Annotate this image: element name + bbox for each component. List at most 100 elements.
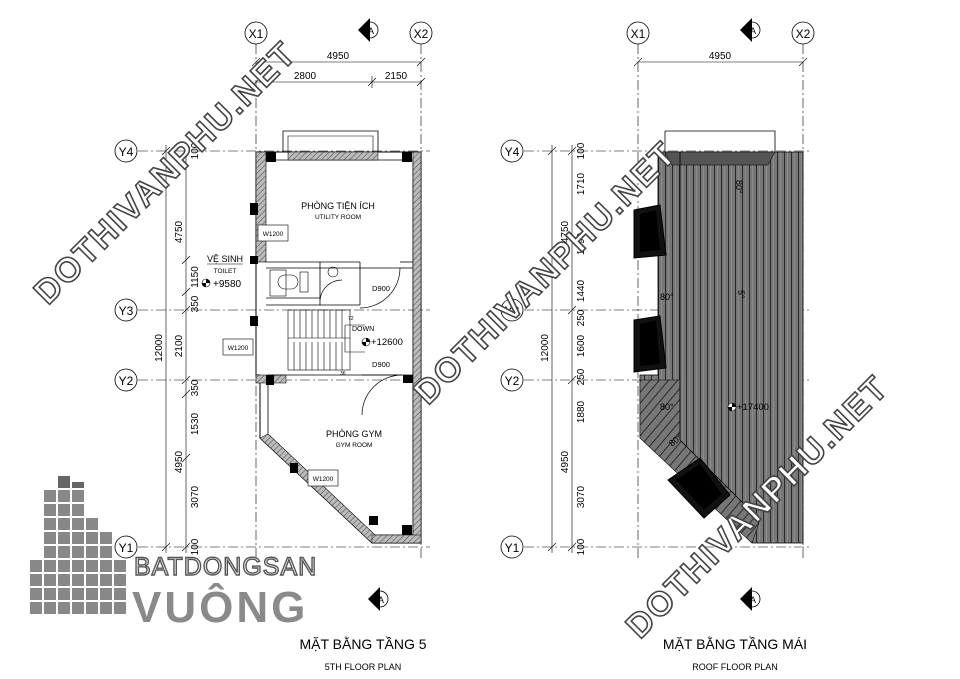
right-dim-4950: 4950 <box>560 450 571 473</box>
right-section-marker-bottom: A <box>740 587 761 611</box>
left-level-marker-toilet <box>201 278 211 288</box>
right-dim-1600: 1600 <box>576 334 587 357</box>
left-dim-2100: 2100 <box>174 334 185 357</box>
roof-dormer-2 <box>633 315 667 373</box>
left-room-toilet-vn: VỆ SINH <box>207 254 243 264</box>
brand-logo: BATDONGSAN VUÔNG <box>30 476 317 632</box>
left-level-marker-stair <box>361 337 371 347</box>
right-dim-250-b: 250 <box>576 368 587 385</box>
roof-dormer-1 <box>633 204 667 259</box>
left-window-1: W1200 <box>257 224 289 242</box>
left-columns <box>250 152 413 535</box>
left-toilet-fixtures <box>269 266 339 297</box>
left-stair-num-36: 36 <box>340 371 346 377</box>
left-door-swings <box>319 267 403 416</box>
left-dim-100-bottom: 100 <box>190 538 201 555</box>
svg-text:X1: X1 <box>631 27 646 41</box>
left-dim-1530: 1530 <box>190 412 201 435</box>
left-room-gym-vn: PHÒNG GYM <box>326 429 382 439</box>
left-top-balcony <box>282 130 379 152</box>
left-dim-2800: 2800 <box>294 71 317 82</box>
left-window-2: W1200 <box>222 338 254 356</box>
left-dim-4950: 4950 <box>174 450 185 473</box>
svg-text:A: A <box>750 26 756 36</box>
right-dim-1440: 1440 <box>576 279 587 302</box>
left-plan-subtitle: 5TH FLOOR PLAN <box>325 662 402 672</box>
left-dim-3070: 3070 <box>190 485 201 508</box>
left-dim-4750: 4750 <box>174 220 185 243</box>
right-dim-vertical <box>547 145 577 553</box>
left-dim-2150: 2150 <box>385 71 408 82</box>
svg-text:W1200: W1200 <box>313 476 334 483</box>
left-door-label-1: D900 <box>372 284 390 293</box>
left-room-toilet-en: TOILET <box>214 268 237 275</box>
svg-text:Y3: Y3 <box>505 304 520 318</box>
left-door-label-2: D900 <box>372 360 390 369</box>
svg-text:Y3: Y3 <box>119 304 134 318</box>
svg-text:Y1: Y1 <box>119 541 134 555</box>
svg-text:Y4: Y4 <box>119 145 134 159</box>
right-plan-title: MẶT BẰNG TẦNG MÁI <box>663 635 807 652</box>
right-dim-3070: 3070 <box>576 485 587 508</box>
right-dim-1880: 1880 <box>576 400 587 423</box>
left-grid-bubble-y3: Y3 <box>114 298 138 322</box>
left-grid-bubble-y1: Y1 <box>114 535 138 559</box>
svg-text:Y2: Y2 <box>505 374 520 388</box>
right-grid-bubble-y2: Y2 <box>500 368 524 392</box>
svg-text:A: A <box>378 595 384 605</box>
svg-text:Y4: Y4 <box>505 145 520 159</box>
roof-ridge-cap <box>664 151 776 166</box>
left-room-utility-vn: PHÒNG TIỆN ÍCH <box>301 201 375 211</box>
right-dim-100-bottom: 100 <box>576 538 587 555</box>
roof-angle-2: 80° <box>660 402 674 412</box>
logo-line2: VUÔNG <box>132 581 308 632</box>
left-stair <box>287 309 365 371</box>
svg-text:A: A <box>368 26 374 36</box>
left-stair-down-label: DOWN <box>352 326 374 333</box>
left-plan: X1 X2 Y4 Y3 Y2 Y1 A <box>114 18 433 672</box>
svg-text:A: A <box>750 595 756 605</box>
right-plan: X1 X2 Y4 Y3 Y2 Y1 A A <box>500 18 815 672</box>
right-dim-top <box>633 57 808 67</box>
left-dim-100-top: 100 <box>190 142 201 159</box>
left-grid-lines <box>138 44 430 560</box>
left-window-3: W1200 <box>307 469 339 487</box>
right-grid-bubble-x1: X1 <box>626 21 650 45</box>
left-grid-bubble-x1: X1 <box>244 21 268 45</box>
left-grid-bubble-y4: Y4 <box>114 139 138 163</box>
roof-angle-1: 80° <box>660 292 674 302</box>
right-grid-bubble-y1: Y1 <box>500 535 524 559</box>
left-dim-350-a: 350 <box>190 295 201 312</box>
svg-text:X2: X2 <box>796 27 811 41</box>
left-toilet-level: +9580 <box>213 279 242 290</box>
left-wall-hatch-east <box>412 151 422 543</box>
svg-text:Y2: Y2 <box>119 374 134 388</box>
right-dim-1710: 1710 <box>576 172 587 195</box>
right-dim-overall-width: 4950 <box>709 51 732 62</box>
right-dim-100-top: 100 <box>576 142 587 159</box>
right-dim-4750: 4750 <box>560 220 571 243</box>
left-dim-350-b: 350 <box>190 379 201 396</box>
logo-block-icon <box>30 476 126 614</box>
left-dim-total: 12000 <box>154 334 165 362</box>
svg-text:Y1: Y1 <box>505 541 520 555</box>
logo-line1: BATDONGSAN <box>134 553 317 581</box>
right-plan-subtitle: ROOF FLOOR PLAN <box>692 662 778 672</box>
left-grid-bubble-y2: Y2 <box>114 368 138 392</box>
right-dim-1690: 1690 <box>576 232 587 255</box>
right-level-marker-roof <box>727 402 737 412</box>
right-dim-250-a: 250 <box>576 309 587 326</box>
left-section-marker-bottom: A <box>368 587 389 611</box>
left-dim-overall-width: 4950 <box>327 51 350 62</box>
left-room-utility-en: UTILITY ROOM <box>315 214 361 221</box>
left-dim-1150: 1150 <box>190 266 201 288</box>
left-stair-num-72: 72 <box>348 316 354 322</box>
left-plan-title: MẶT BẰNG TẦNG 5 <box>299 635 426 652</box>
roof-angle-4: 80° <box>734 180 744 194</box>
left-floor-level: +12600 <box>371 337 403 348</box>
left-dim-vertical <box>161 145 191 553</box>
left-wall-hatch-diagonal <box>259 433 376 544</box>
left-section-marker-top: A <box>358 18 379 42</box>
right-roof-level: +17400 <box>737 402 769 413</box>
